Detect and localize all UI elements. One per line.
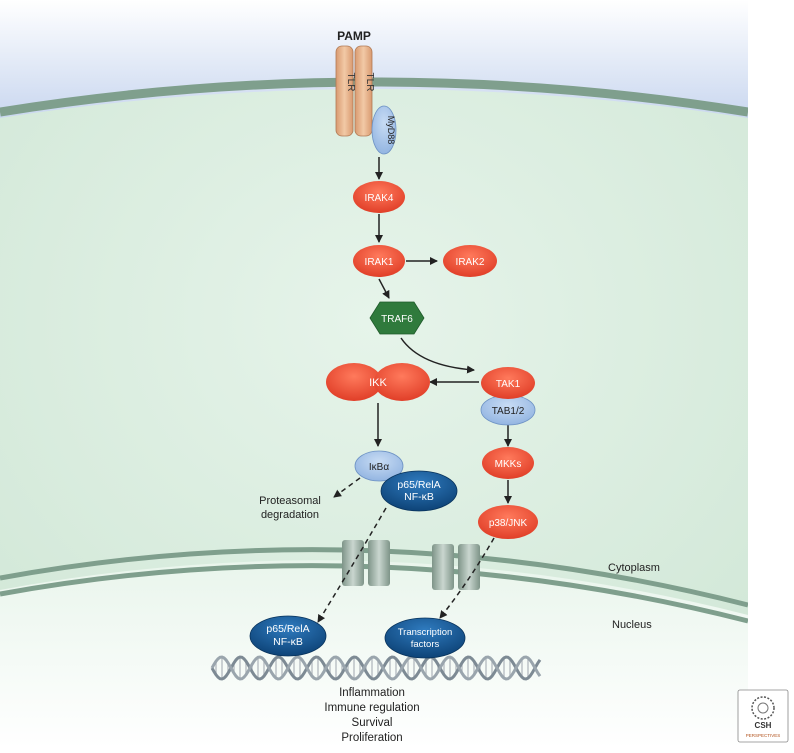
tak1-label: TAK1: [496, 379, 521, 390]
nfkb-nuc-line-1: p65/RelA: [266, 623, 309, 635]
irak2-label: IRAK2: [456, 257, 485, 268]
irak1-node: [353, 245, 405, 277]
proteasomal-label-1: Proteasomal: [259, 495, 321, 507]
nfkb-nuc-line-2: NF-κB: [273, 636, 303, 648]
tlr-receptor: TLR TLR: [335, 45, 375, 137]
arrow-p38-tf: [439, 537, 495, 619]
plasma-membrane: [0, 77, 749, 117]
nfkb-cytoplasm-node: [380, 470, 458, 512]
tlr-label-2: TLR: [364, 73, 375, 92]
ikk-subunit-2: [374, 363, 430, 401]
nuclear-pore-right: [432, 544, 480, 590]
arrow-nfkb-translocation: [317, 507, 387, 623]
irak2-node: [443, 245, 497, 277]
outcome-immune-regulation: Immune regulation: [324, 702, 419, 714]
ikk-subunit-1: [326, 363, 382, 401]
outcome-proliferation: Proliferation: [341, 732, 402, 744]
ikba-node: [354, 450, 404, 482]
irak4-label: IRAK4: [365, 193, 394, 204]
outcome-inflammation: Inflammation: [339, 687, 405, 699]
dna-strand-1: [210, 655, 542, 681]
tab-label: TAB1/2: [492, 406, 525, 417]
cytoplasm-label: Cytoplasm: [608, 562, 660, 574]
dna-strand-2: [210, 655, 542, 681]
traf6-label: TRAF6: [381, 314, 413, 325]
p38-node: [478, 505, 538, 539]
dna-helix: [210, 655, 542, 681]
arrow-traf6-tak1: [400, 337, 475, 374]
nucleus-region: [0, 560, 748, 748]
csh-logo-subtext: PERSPECTIVES: [746, 733, 781, 738]
irak4-node: [353, 181, 405, 213]
traf6-node: [369, 301, 425, 335]
mkks-label: MKKs: [495, 459, 522, 470]
pamp-label: PAMP: [337, 29, 371, 43]
irak1-label: IRAK1: [365, 257, 394, 268]
arrow-irak1-traf6: [378, 278, 390, 299]
proteasomal-label-2: degradation: [261, 509, 319, 521]
mkks-node: [482, 447, 534, 479]
myd88-node: [371, 105, 397, 155]
nfkb-cyto-line-1: p65/RelA: [397, 479, 440, 491]
tf-line-1: Transcription: [398, 627, 453, 638]
nucleus-label: Nucleus: [612, 619, 652, 631]
nfkb-cyto-line-2: NF-κB: [404, 491, 434, 503]
ikk-label: IKK: [369, 377, 387, 389]
csh-logo: CSH PERSPECTIVES: [737, 689, 789, 743]
p38-label: p38/JNK: [489, 518, 528, 529]
tak1-node: [481, 367, 535, 399]
csh-logo-text: CSH: [755, 721, 772, 730]
dashed-arrows: [317, 477, 495, 623]
solid-arrows: [374, 157, 512, 504]
page-margin: [748, 0, 794, 748]
myd88-label: MyD88: [386, 116, 396, 145]
nfkb-nucleus-node: [249, 615, 327, 657]
tf-line-2: factors: [411, 639, 440, 650]
transcription-factors-node: [384, 617, 466, 659]
tlr-label-1: TLR: [345, 73, 356, 92]
ikba-label: IκBα: [369, 462, 389, 473]
outcome-survival: Survival: [352, 717, 393, 729]
